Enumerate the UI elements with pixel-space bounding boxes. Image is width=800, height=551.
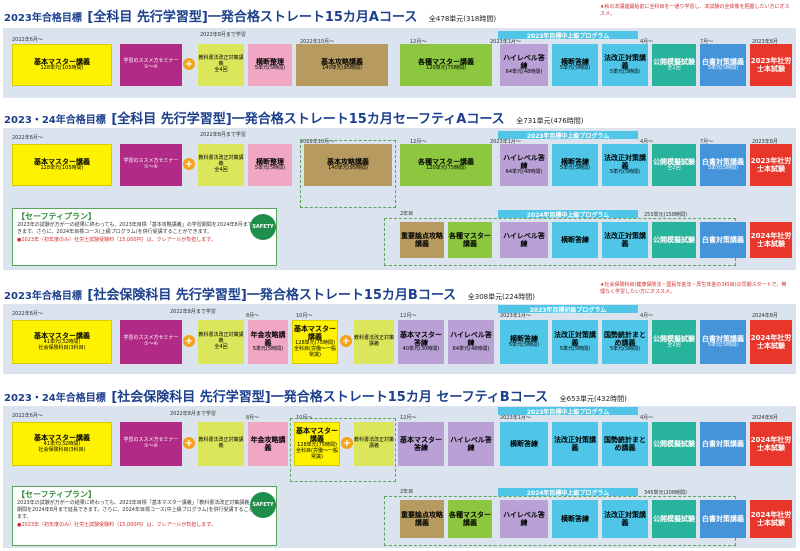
s2-seminar: 学習のススメ方セミナー①〜④ [120,144,182,186]
s3-hakusho: 白書対策講義 5単元(5時間) [700,320,746,364]
section-3-title: 2023年合格目標 [社会保険科目 先行学習型]一発合格ストレート15カ月Bコー… [4,288,535,303]
s2-y2-koho: 公開模擬試験 [652,222,696,258]
section-4-progress-2: 2024年目標中上級プログラム [498,488,638,497]
s4-kokusei: 国勢統計まとめ講義 [602,422,648,466]
s1-tokei: 横断整理 5単元(5時間) [248,44,292,86]
plus-icon: + [183,158,195,170]
s4-kyoku: 教科書法改正対策講義 [198,422,244,466]
s2-high: ハイレベル答練 64単元(48時間) [500,144,548,186]
section-4-progress: 2023年目標中上級プログラム [498,407,638,416]
s4-y2-odan: 横断答練 [552,500,598,538]
s2-y2-kikyo: 重要論点攻略講義 [400,222,444,258]
s2-tokei: 横断整理 5単元(5時間) [248,144,292,186]
s4-hokai: 法改正対策講義 [552,422,598,466]
s1-kyoku: 教科書法改正対策講義 全4回 [198,44,244,86]
s2-kakushu: 各種マスター講義 120単元(75時間) [400,144,492,186]
s3-kihontore: 基本マスター答練 40単元(30時間) [398,320,444,364]
section-3-note: ★社会保険科目(健康保険法・国民年金法・厚生年金の3科目)の早期スタートで、無理… [600,282,787,295]
s3-kyoku: 教科書法改正対策講義 全4回 [198,320,244,364]
section-2-progress: 2023年目標中上級プログラム [498,131,638,140]
s4-hakusho: 白書対策講義 [700,422,746,466]
s3-exam: 2024年社労士本試験 [750,320,792,364]
s4-kihontore: 基本マスター答練 [398,422,444,466]
s4-y2-koho: 公開模擬試験 [652,500,696,538]
s3-high: ハイレベル答練 64単元(48時間) [448,320,494,364]
s3-seminar: 学習のススメ方セミナー①〜④ [120,320,182,364]
s1-kakushu: 各種マスター講義 120単元(75時間) [400,44,492,86]
s3-kyoku2: 教科書法改正対策講義 [354,320,394,364]
s3-hokai: 法改正対策講義 5単元(5時間) [552,320,598,364]
s1-hokai: 法改正対策講義 5単元(5時間) [602,44,648,86]
s4-odan: 横断答練 [500,422,548,466]
s1-kihon-master: 基本マスター講義 128単元(105時間) [12,44,112,86]
s4-y2-hokai: 法改正対策講義 [602,500,648,538]
s3-kihon2: 基本マスター講義 128単元(75時間) 全科目(労働〜一般常識) [292,320,338,364]
s4-nenkin: 年金攻略講義 [248,422,288,466]
section-1-note: ★秋の本講座開始前に全科目を一通り学習し、本試験の全体像を把握したい方にオススメ… [600,4,790,17]
s2-y2-hokai: 法改正対策講義 [602,222,648,258]
s4-y2-hakusho: 白書対策講義 [700,500,746,538]
s2-kyoku: 教科書法改正対策講義 全4回 [198,144,244,186]
section-2-title: 2023・24年合格目標 [全科目 先行学習型]一発合格ストレート15カ月セーフ… [4,112,584,127]
s4-safety-plan: 【セーフティプラン】 2023年の試験が万が一の結果に終わっても、2023年目標… [12,486,277,546]
s1-kikyo: 基本攻略講義 140単元(95時間) [296,44,388,86]
s1-seminar: 学習のススメ方セミナー①〜④ [120,44,182,86]
s2-exam: 2023年社労士本試験 [750,144,792,186]
s4-kihon-master: 基本マスター講義 41単元(32時間) 社会保険科目(3科目) [12,422,112,466]
section-1-title: 2023年合格目標 [全科目 先行学習型]一発合格ストレート15カ月Aコース 全… [4,10,497,25]
section-3-progress: 2023年目標初級プログラム [498,305,638,314]
s4-y2-kakushu: 各種マスター講義 [448,500,492,538]
section-2-progress-2: 2024年目標中上級プログラム [498,210,638,219]
s4-exam2: 2024年社労士本試験 [750,500,792,538]
s3-koho: 公開模擬試験 全2回 [652,320,696,364]
s2-safety-plan: 【セーフティプラン】 2023年の試験が万が一の結果に終わっても、2023年目標… [12,208,277,266]
plus-icon: + [183,58,195,70]
s2-kikyo: 基本攻略講義 140単元(95時間) [304,144,392,186]
s4-high: ハイレベル答練 [448,422,494,466]
s1-koho: 公開模擬試験 全2回 [652,44,696,86]
s4-y2-high: ハイレベル答練 [500,500,548,538]
s2-hakusho: 白書対策講義 5単元(5時間) [700,144,746,186]
s4-koho: 公開模擬試験 [652,422,696,466]
s2-hokai: 法改正対策講義 5単元(5時間) [602,144,648,186]
s1-odan: 横断答練 5単元(5時間) [552,44,598,86]
s2-y2-hakusho: 白書対策講義 [700,222,746,258]
plus-icon: + [183,437,195,449]
safety-badge: SAFETY [250,214,276,240]
s3-kokusei: 国勢統計まとめ講義 5単元(5時間) [602,320,648,364]
s2-y2-kakushu: 各種マスター講義 [448,222,492,258]
s4-kihon2: 基本マスター講義 128単元(75時間) 全科目(労働〜一般常識) [294,422,340,466]
plus-icon: + [341,437,353,449]
section-1-progress: 2023年目標中上級プログラム [498,31,638,40]
s2-y2-odan: 横断答練 [552,222,598,258]
s2-koho: 公開模擬試験 全2回 [652,144,696,186]
s4-extend-frame [290,418,396,482]
section-4-title: 2023・24年合格目標 [社会保険科目 先行学習型]一発合格ストレート15カ月… [4,390,627,405]
s4-seminar: 学習のススメ方セミナー①〜④ [120,422,182,466]
s3-odan: 横断答練 5単元(5時間) [500,320,548,364]
s4-kyoku2: 教科書法改正対策講義 [354,422,394,466]
plus-icon: + [340,335,352,347]
s2-extend-frame [300,140,396,208]
s3-nenkin: 年金攻略講義 5単元(5時間) [248,320,288,364]
s1-high: ハイレベル答練 64単元(48時間) [500,44,548,86]
s4-exam: 2024年社労士本試験 [750,422,792,466]
s2-kihon-master: 基本マスター講義 128単元(105時間) [12,144,112,186]
s2-y2-high: ハイレベル答練 [500,222,548,258]
s2-odan: 横断答練 5単元(5時間) [552,144,598,186]
s4-y2-kikyo: 重要論点攻略講義 [400,500,444,538]
s1-exam: 2023年社労士本試験 [750,44,792,86]
s3-kihon-master: 基本マスター講義 41単元(32時間) 社会保険科目(3科目) [12,320,112,364]
safety-badge: SAFETY [250,492,276,518]
plus-icon: + [183,335,195,347]
s1-hakusho: 白書対策講義 5単元(5時間) [700,44,746,86]
s2-exam2: 2024年社労士本試験 [750,222,792,258]
